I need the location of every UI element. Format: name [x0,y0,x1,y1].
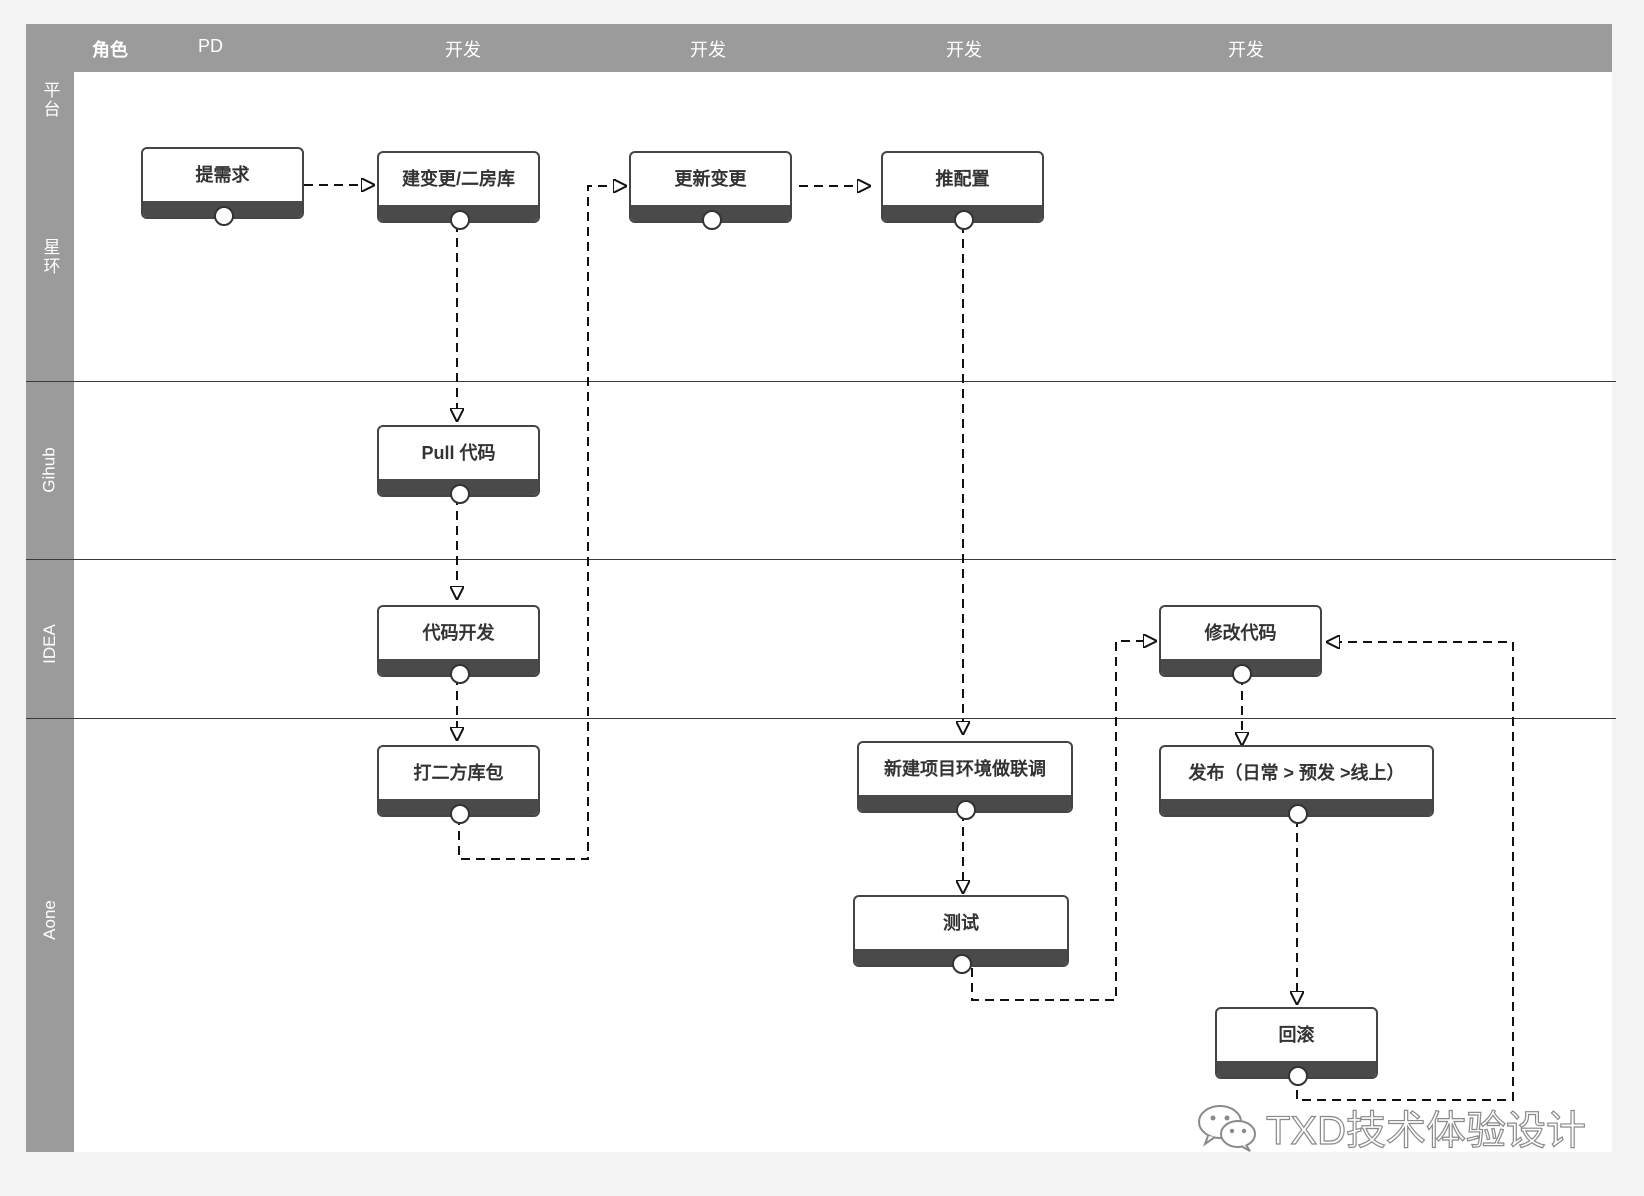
node-label: 推配置 [935,169,990,189]
node-label: 建变更/二房库 [401,169,515,189]
node-label: 代码开发 [422,623,495,643]
node-port[interactable] [953,210,974,230]
node-n12[interactable]: 回滚 [1215,1007,1378,1086]
node-label: 修改代码 [1204,623,1277,643]
wechat-icon [1198,1105,1256,1152]
node-label: 打二方库包 [413,763,504,783]
node-port[interactable] [701,210,722,230]
watermark: TXD技术体验设计 [1196,1098,1587,1156]
lane-sidebar [26,24,74,1152]
node-label: 新建项目环境做联调 [884,759,1046,779]
header-bar [26,24,1612,72]
node-port[interactable] [213,206,234,226]
node-n3[interactable]: 更新变更 [629,151,792,230]
header-role-label: 角色 [92,40,128,60]
node-n8[interactable]: 新建项目环境做联调 [857,741,1073,820]
node-port[interactable] [449,664,470,684]
edge-n12-n10 [1296,642,1514,1101]
header-col-dev-2: 开发 [690,40,726,60]
node-n11[interactable]: 发布（日常 > 预发 >线上） [1159,745,1434,824]
node-n1[interactable]: 提需求 [141,147,304,226]
edge-n7-n3 [458,186,627,860]
node-n10[interactable]: 修改代码 [1159,605,1322,684]
node-n6[interactable]: 代码开发 [377,605,540,684]
node-n2[interactable]: 建变更/二房库 [377,151,540,230]
node-port[interactable] [1231,664,1252,684]
node-port[interactable] [449,804,470,824]
node-n7[interactable]: 打二方库包 [377,745,540,824]
header-col-pd: PD [198,36,224,56]
lane-divider [26,559,1616,560]
node-label: 回滚 [1278,1025,1315,1045]
node-port[interactable] [1287,804,1308,824]
node-port[interactable] [1287,1066,1308,1086]
node-label: Pull 代码 [421,443,496,463]
node-port[interactable] [449,484,470,504]
header-col-dev-3: 开发 [946,40,982,60]
header-col-dev-4: 开发 [1228,40,1264,60]
node-label: 测试 [943,913,979,933]
node-label: 提需求 [195,165,250,185]
watermark-text: TXD技术体验设计 [1265,1108,1586,1153]
node-label: 发布（日常 > 预发 >线上） [1188,763,1405,783]
lane-divider [26,381,1616,382]
lane-label-platform: 平台 [40,81,60,119]
header-col-dev-1: 开发 [445,40,481,60]
node-port[interactable] [956,800,976,820]
lane-divider [26,718,1616,719]
node-port[interactable] [449,210,470,230]
node-n4[interactable]: 推配置 [881,151,1044,230]
node-n9[interactable]: 测试 [853,895,1069,974]
edge-n9-n10 [971,641,1157,1001]
node-label: 更新变更 [674,169,747,189]
node-n5[interactable]: Pull 代码 [377,425,540,504]
lane-label-xinghuan: 星环 [40,238,60,276]
node-port[interactable] [952,954,972,974]
